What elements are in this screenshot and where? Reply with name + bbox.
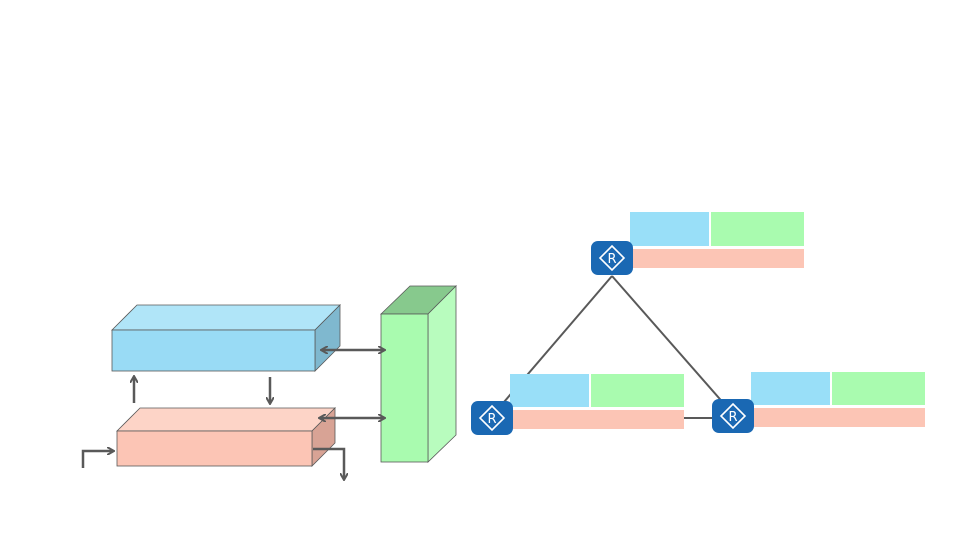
router-right-table — [751, 372, 925, 427]
router-top[interactable]: R — [591, 241, 633, 275]
management-plane-front-face — [380, 313, 429, 463]
svg-text:R: R — [607, 252, 616, 267]
router-left-table-pink-cell — [510, 410, 684, 429]
router-icon: R — [478, 404, 506, 432]
router-icon: R — [719, 402, 747, 430]
plane-arrows — [81, 350, 384, 479]
packet-out-arrow — [313, 447, 344, 479]
router-left-table-green-cell — [591, 374, 684, 407]
router-icon: R — [598, 244, 626, 272]
forwarding-plane-block — [116, 407, 336, 467]
router-right-table-pink-cell — [751, 408, 925, 427]
control-plane-top-face — [111, 304, 341, 331]
packet-in-arrow — [81, 451, 113, 468]
svg-text:R: R — [487, 412, 496, 427]
router-top-table-pink-cell — [630, 249, 804, 268]
router-top-table-green-cell — [711, 212, 804, 246]
control-plane-front-face — [111, 329, 316, 372]
management-plane-side-face — [427, 285, 457, 463]
svg-text:R: R — [728, 410, 737, 425]
router-right[interactable]: R — [712, 399, 754, 433]
forwarding-plane-top-face — [116, 407, 336, 432]
router-left[interactable]: R — [471, 401, 513, 435]
router-right-table-blue-cell — [751, 372, 830, 405]
router-top-table — [630, 212, 804, 268]
forwarding-plane-front-face — [116, 430, 313, 467]
link-top-right — [611, 275, 734, 415]
control-plane-block — [111, 304, 341, 372]
router-top-table-blue-cell — [630, 212, 709, 246]
router-left-table — [510, 374, 684, 429]
router-left-table-blue-cell — [510, 374, 589, 407]
management-plane-block — [380, 285, 457, 463]
router-right-table-green-cell — [832, 372, 925, 405]
